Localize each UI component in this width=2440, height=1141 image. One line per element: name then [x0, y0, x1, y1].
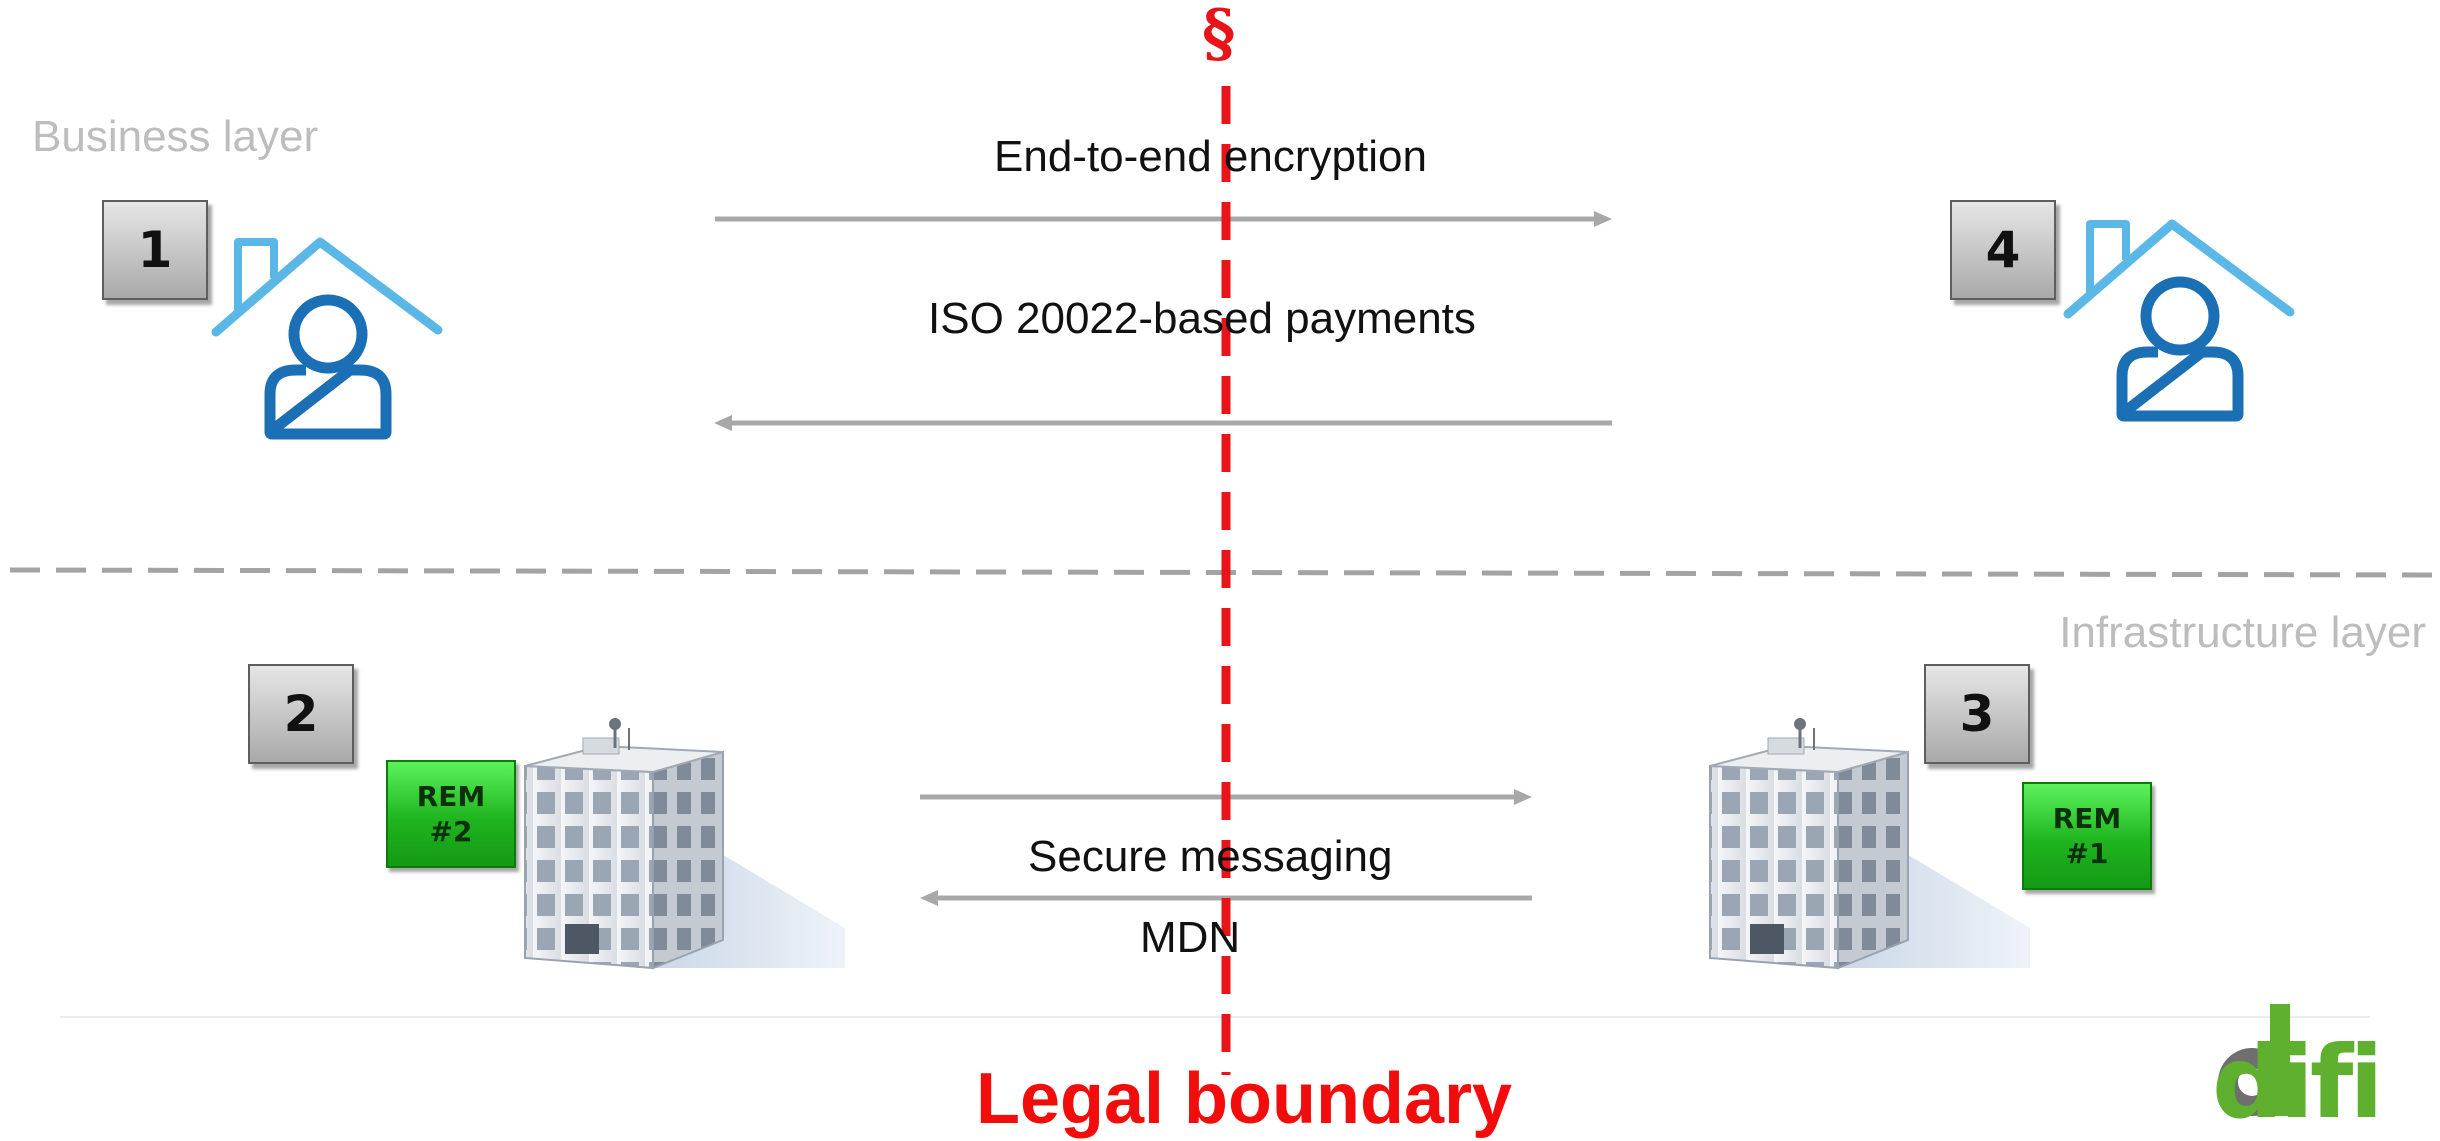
payments-label: ISO 20022-based payments — [928, 294, 1476, 343]
rem-2-badge: REM #2 — [386, 760, 516, 868]
rem-1-number: #1 — [2065, 837, 2109, 870]
home-user-icon — [2063, 219, 2295, 422]
encryption-label: End-to-end encryption — [994, 132, 1427, 181]
difi-logo: difi — [2212, 1024, 2384, 1141]
infrastructure-layer-label: Infrastructure layer — [2059, 608, 2426, 657]
rem-1-label: REM — [2052, 802, 2122, 835]
rem-2-label: REM — [416, 780, 486, 813]
rem-1-badge: REM #1 — [2022, 782, 2152, 890]
mdn-label: MDN — [1140, 913, 1241, 962]
difi-logo-mark — [2218, 1004, 2290, 1116]
section-symbol: § — [1202, 0, 1236, 71]
corner-2-box: 2 — [248, 664, 354, 764]
corner-1-box: 1 — [102, 200, 208, 300]
payments-arrow — [714, 415, 1612, 431]
corner-3-box: 3 — [1924, 664, 2030, 764]
rem-2-number: #2 — [429, 815, 473, 848]
secure-messaging-label: Secure messaging — [1028, 832, 1393, 881]
office-building-icon — [524, 718, 845, 970]
home-user-icon — [211, 237, 443, 440]
secure-messaging-arrow — [920, 789, 1532, 805]
encryption-arrow — [715, 211, 1612, 227]
legal-boundary-label: Legal boundary — [976, 1059, 1513, 1139]
office-building-icon — [1709, 718, 2030, 970]
mdn-arrow — [920, 890, 1532, 906]
business-layer-label: Business layer — [32, 112, 319, 161]
corner-4-box: 4 — [1950, 200, 2056, 300]
